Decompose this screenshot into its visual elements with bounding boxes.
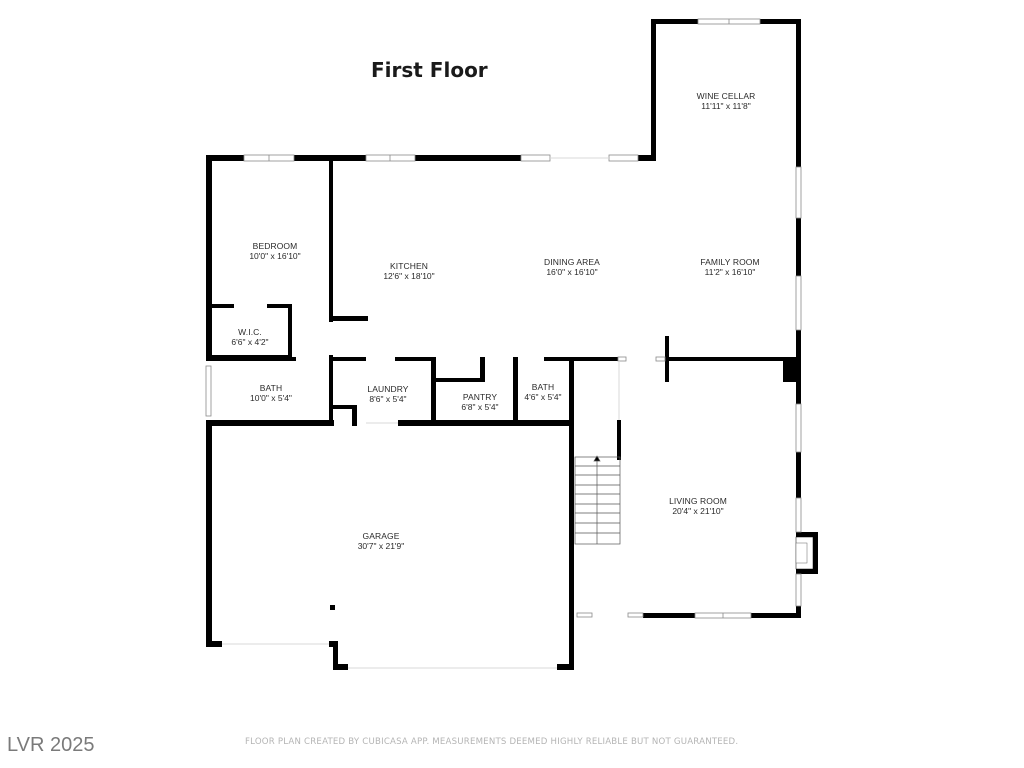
room-name: BATH bbox=[531, 382, 555, 392]
room-label-garage: GARAGE 30'7" x 21'9" bbox=[358, 531, 405, 551]
room-name: LAUNDRY bbox=[367, 384, 409, 394]
room-name: BATH bbox=[259, 383, 283, 393]
room-name: W.I.C. bbox=[238, 327, 262, 337]
room-name: FAMILY ROOM bbox=[700, 257, 760, 267]
staircase bbox=[574, 455, 621, 545]
room-label-laundry: LAUNDRY 8'6" x 5'4" bbox=[367, 384, 408, 404]
room-label-wic: W.I.C. 6'6" x 4'2" bbox=[231, 327, 268, 347]
room-dimensions: 4'6" x 5'4" bbox=[524, 392, 562, 402]
walls bbox=[206, 19, 818, 670]
room-name: PANTRY bbox=[462, 392, 498, 402]
room-dimensions: 12'6" x 18'10" bbox=[383, 271, 435, 281]
room-name: BEDROOM bbox=[252, 241, 298, 251]
windows bbox=[205, 18, 802, 619]
room-dimensions: 11'2" x 16'10" bbox=[704, 267, 756, 277]
room-name: WINE CELLAR bbox=[696, 91, 756, 101]
room-dimensions: 10'0" x 5'4" bbox=[250, 393, 292, 403]
room-dimensions: 30'7" x 21'9" bbox=[357, 541, 405, 551]
room-label-pantry: PANTRY 6'8" x 5'4" bbox=[461, 392, 498, 412]
room-label-bedroom: BEDROOM 10'0" x 16'10" bbox=[249, 241, 300, 261]
room-name: LIVING ROOM bbox=[669, 496, 727, 506]
room-label-bath-1: BATH 10'0" x 5'4" bbox=[250, 383, 292, 403]
room-name: DINING AREA bbox=[544, 257, 600, 267]
room-dimensions: 6'6" x 4'2" bbox=[231, 337, 269, 347]
room-dimensions: 20'4" x 21'10" bbox=[672, 506, 724, 516]
disclaimer-text: FLOOR PLAN CREATED BY CUBICASA APP. MEAS… bbox=[245, 737, 739, 747]
room-name: GARAGE bbox=[362, 531, 400, 541]
room-dimensions: 8'6" x 5'4" bbox=[369, 394, 407, 404]
room-label-family-room: FAMILY ROOM 11'2" x 16'10" bbox=[700, 257, 759, 277]
room-name: KITCHEN bbox=[389, 261, 429, 271]
openings bbox=[222, 157, 620, 669]
room-label-living-room: LIVING ROOM 20'4" x 21'10" bbox=[669, 496, 727, 516]
room-dimensions: 11'11" x 11'8" bbox=[701, 101, 751, 111]
watermark: LVR 2025 bbox=[7, 734, 95, 756]
room-dimensions: 16'0" x 16'10" bbox=[546, 267, 598, 277]
room-label-wine-cellar: WINE CELLAR 11'11" x 11'8" bbox=[697, 91, 756, 111]
room-label-kitchen: KITCHEN 12'6" x 18'10" bbox=[383, 261, 434, 281]
floor-title: First Floor bbox=[371, 58, 488, 82]
room-dimensions: 6'8" x 5'4" bbox=[461, 402, 499, 412]
room-label-bath-2: BATH 4'6" x 5'4" bbox=[524, 382, 561, 402]
room-label-dining-area: DINING AREA 16'0" x 16'10" bbox=[544, 257, 600, 277]
room-dimensions: 10'0" x 16'10" bbox=[249, 251, 301, 261]
